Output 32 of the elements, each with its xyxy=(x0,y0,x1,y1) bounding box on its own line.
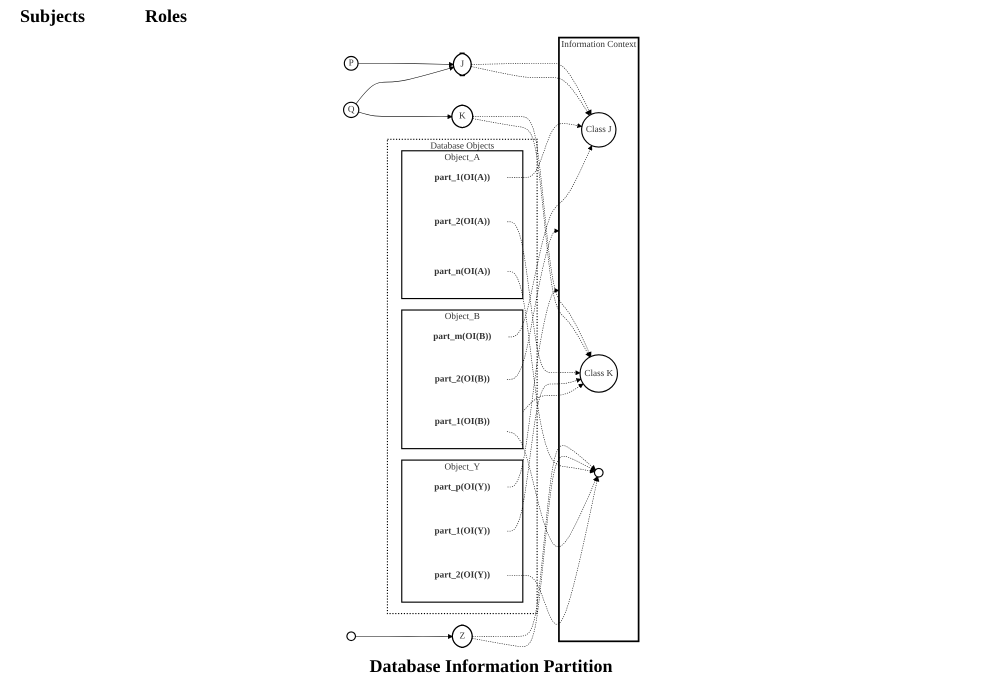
node-text: part_2(OI(A)) xyxy=(434,216,490,226)
column-heading: Roles xyxy=(145,6,188,27)
arrow xyxy=(506,476,600,624)
node-circle: Q xyxy=(342,102,360,118)
arrow xyxy=(356,66,454,104)
node-text: part_2(OI(Y)) xyxy=(434,570,490,580)
column-heading: Subjects xyxy=(20,6,86,27)
node-circle xyxy=(346,631,356,642)
node-circle: Class J xyxy=(580,112,616,148)
node-text: part_1(OI(B)) xyxy=(434,416,490,426)
arrow xyxy=(506,123,582,178)
node-text: part_m(OI(B)) xyxy=(433,332,492,342)
node-circle: P xyxy=(344,56,359,71)
arrow xyxy=(507,288,560,488)
node-text: part_n(OI(A)) xyxy=(434,266,490,276)
node-text: part_2(OI(B)) xyxy=(434,374,490,384)
node-text: part_p(OI(Y)) xyxy=(434,482,490,492)
node-circle xyxy=(594,468,604,478)
arrow xyxy=(355,634,453,640)
column-heading: Database Information Partition xyxy=(370,656,612,676)
arrow xyxy=(358,112,452,120)
node-text: part_1(OI(A)) xyxy=(434,172,490,182)
arrow xyxy=(508,145,592,338)
arrow xyxy=(522,384,584,412)
arrow xyxy=(506,228,560,380)
arrow xyxy=(506,222,580,376)
arrow xyxy=(506,378,582,532)
arrow xyxy=(506,431,598,547)
arrow xyxy=(358,62,454,67)
arrow xyxy=(507,271,595,474)
node-text: part_1(OI(Y)) xyxy=(434,526,490,536)
node-circle: Class K xyxy=(579,354,618,393)
